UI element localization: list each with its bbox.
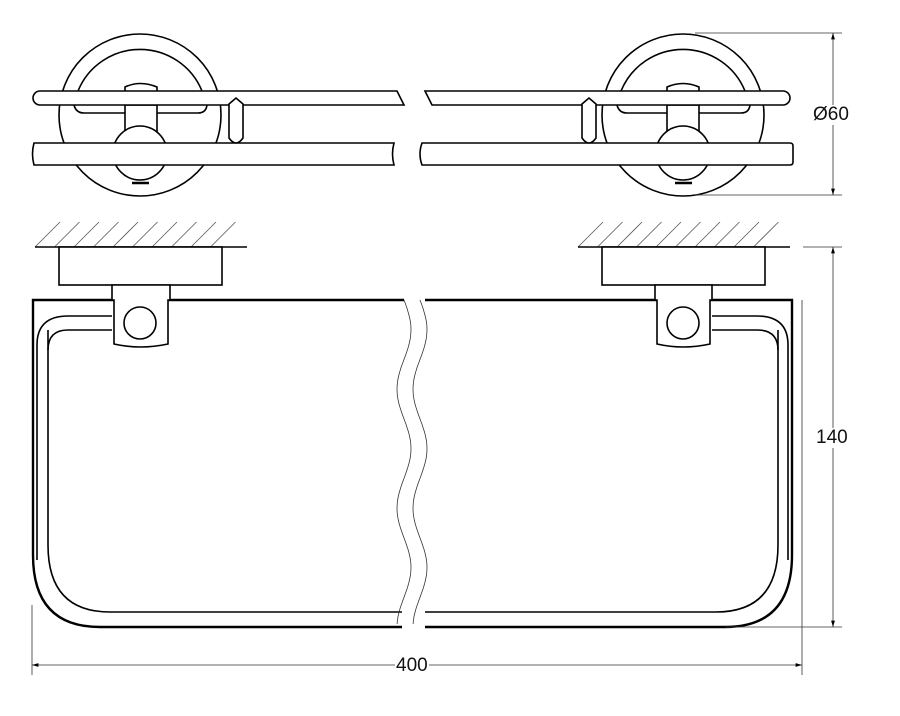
hatch-line — [112, 221, 139, 248]
hatch-line — [597, 221, 623, 248]
hatch-line — [694, 221, 721, 248]
hatch-line — [171, 221, 197, 248]
top-view-left-glass-and-rail — [31, 90, 406, 166]
hatch-line — [93, 221, 119, 248]
front-mount-left — [58, 246, 223, 348]
hatch-line — [210, 221, 236, 248]
top-view-right-glass-and-rail — [419, 90, 794, 166]
break-line — [396, 296, 428, 631]
hatch-line — [73, 221, 100, 248]
hatch-line — [577, 221, 604, 248]
front-mount-right — [601, 246, 766, 348]
hatch-line — [190, 221, 217, 248]
top-view-left-mount — [58, 33, 222, 197]
hatch-line — [616, 221, 643, 248]
hatch-line — [54, 221, 80, 248]
hatch-line — [753, 221, 779, 248]
shelf-front-view — [31, 298, 794, 629]
hatch-line — [655, 221, 682, 248]
hatch-line — [132, 221, 158, 248]
hatch-line — [151, 221, 178, 248]
hatch-line — [34, 221, 61, 248]
hatch-line — [636, 221, 662, 248]
top-view-right-mount — [601, 33, 765, 197]
wall-hatching-right — [577, 221, 779, 248]
depth-label: 140 — [815, 427, 849, 448]
hatch-line — [714, 221, 740, 248]
diameter-label: Ø60 — [812, 104, 850, 125]
width-label: 400 — [395, 655, 429, 676]
hatch-line — [675, 221, 701, 248]
wall-hatching-left — [34, 221, 236, 248]
hatch-line — [733, 221, 760, 248]
